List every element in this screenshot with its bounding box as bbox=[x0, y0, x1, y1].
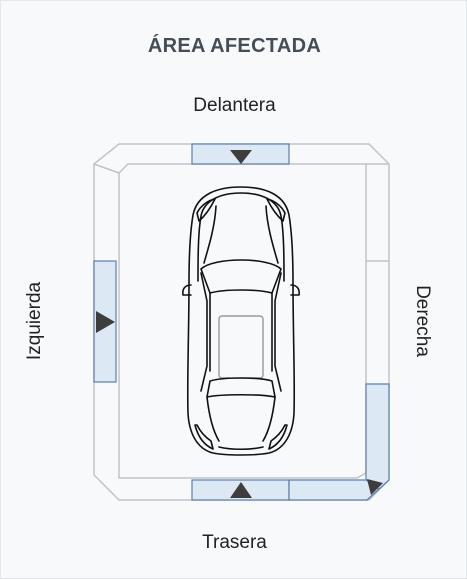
rear-center-zone[interactable] bbox=[192, 480, 289, 500]
left-center-zone[interactable] bbox=[94, 261, 116, 382]
frame-outer bbox=[94, 144, 389, 500]
zone-frame bbox=[94, 144, 389, 500]
car-top-view-icon bbox=[183, 187, 299, 455]
frame-divider bbox=[94, 164, 119, 173]
frame-inner bbox=[119, 164, 366, 478]
rear-right-zone[interactable] bbox=[289, 479, 383, 500]
front-center-zone[interactable] bbox=[192, 144, 289, 164]
